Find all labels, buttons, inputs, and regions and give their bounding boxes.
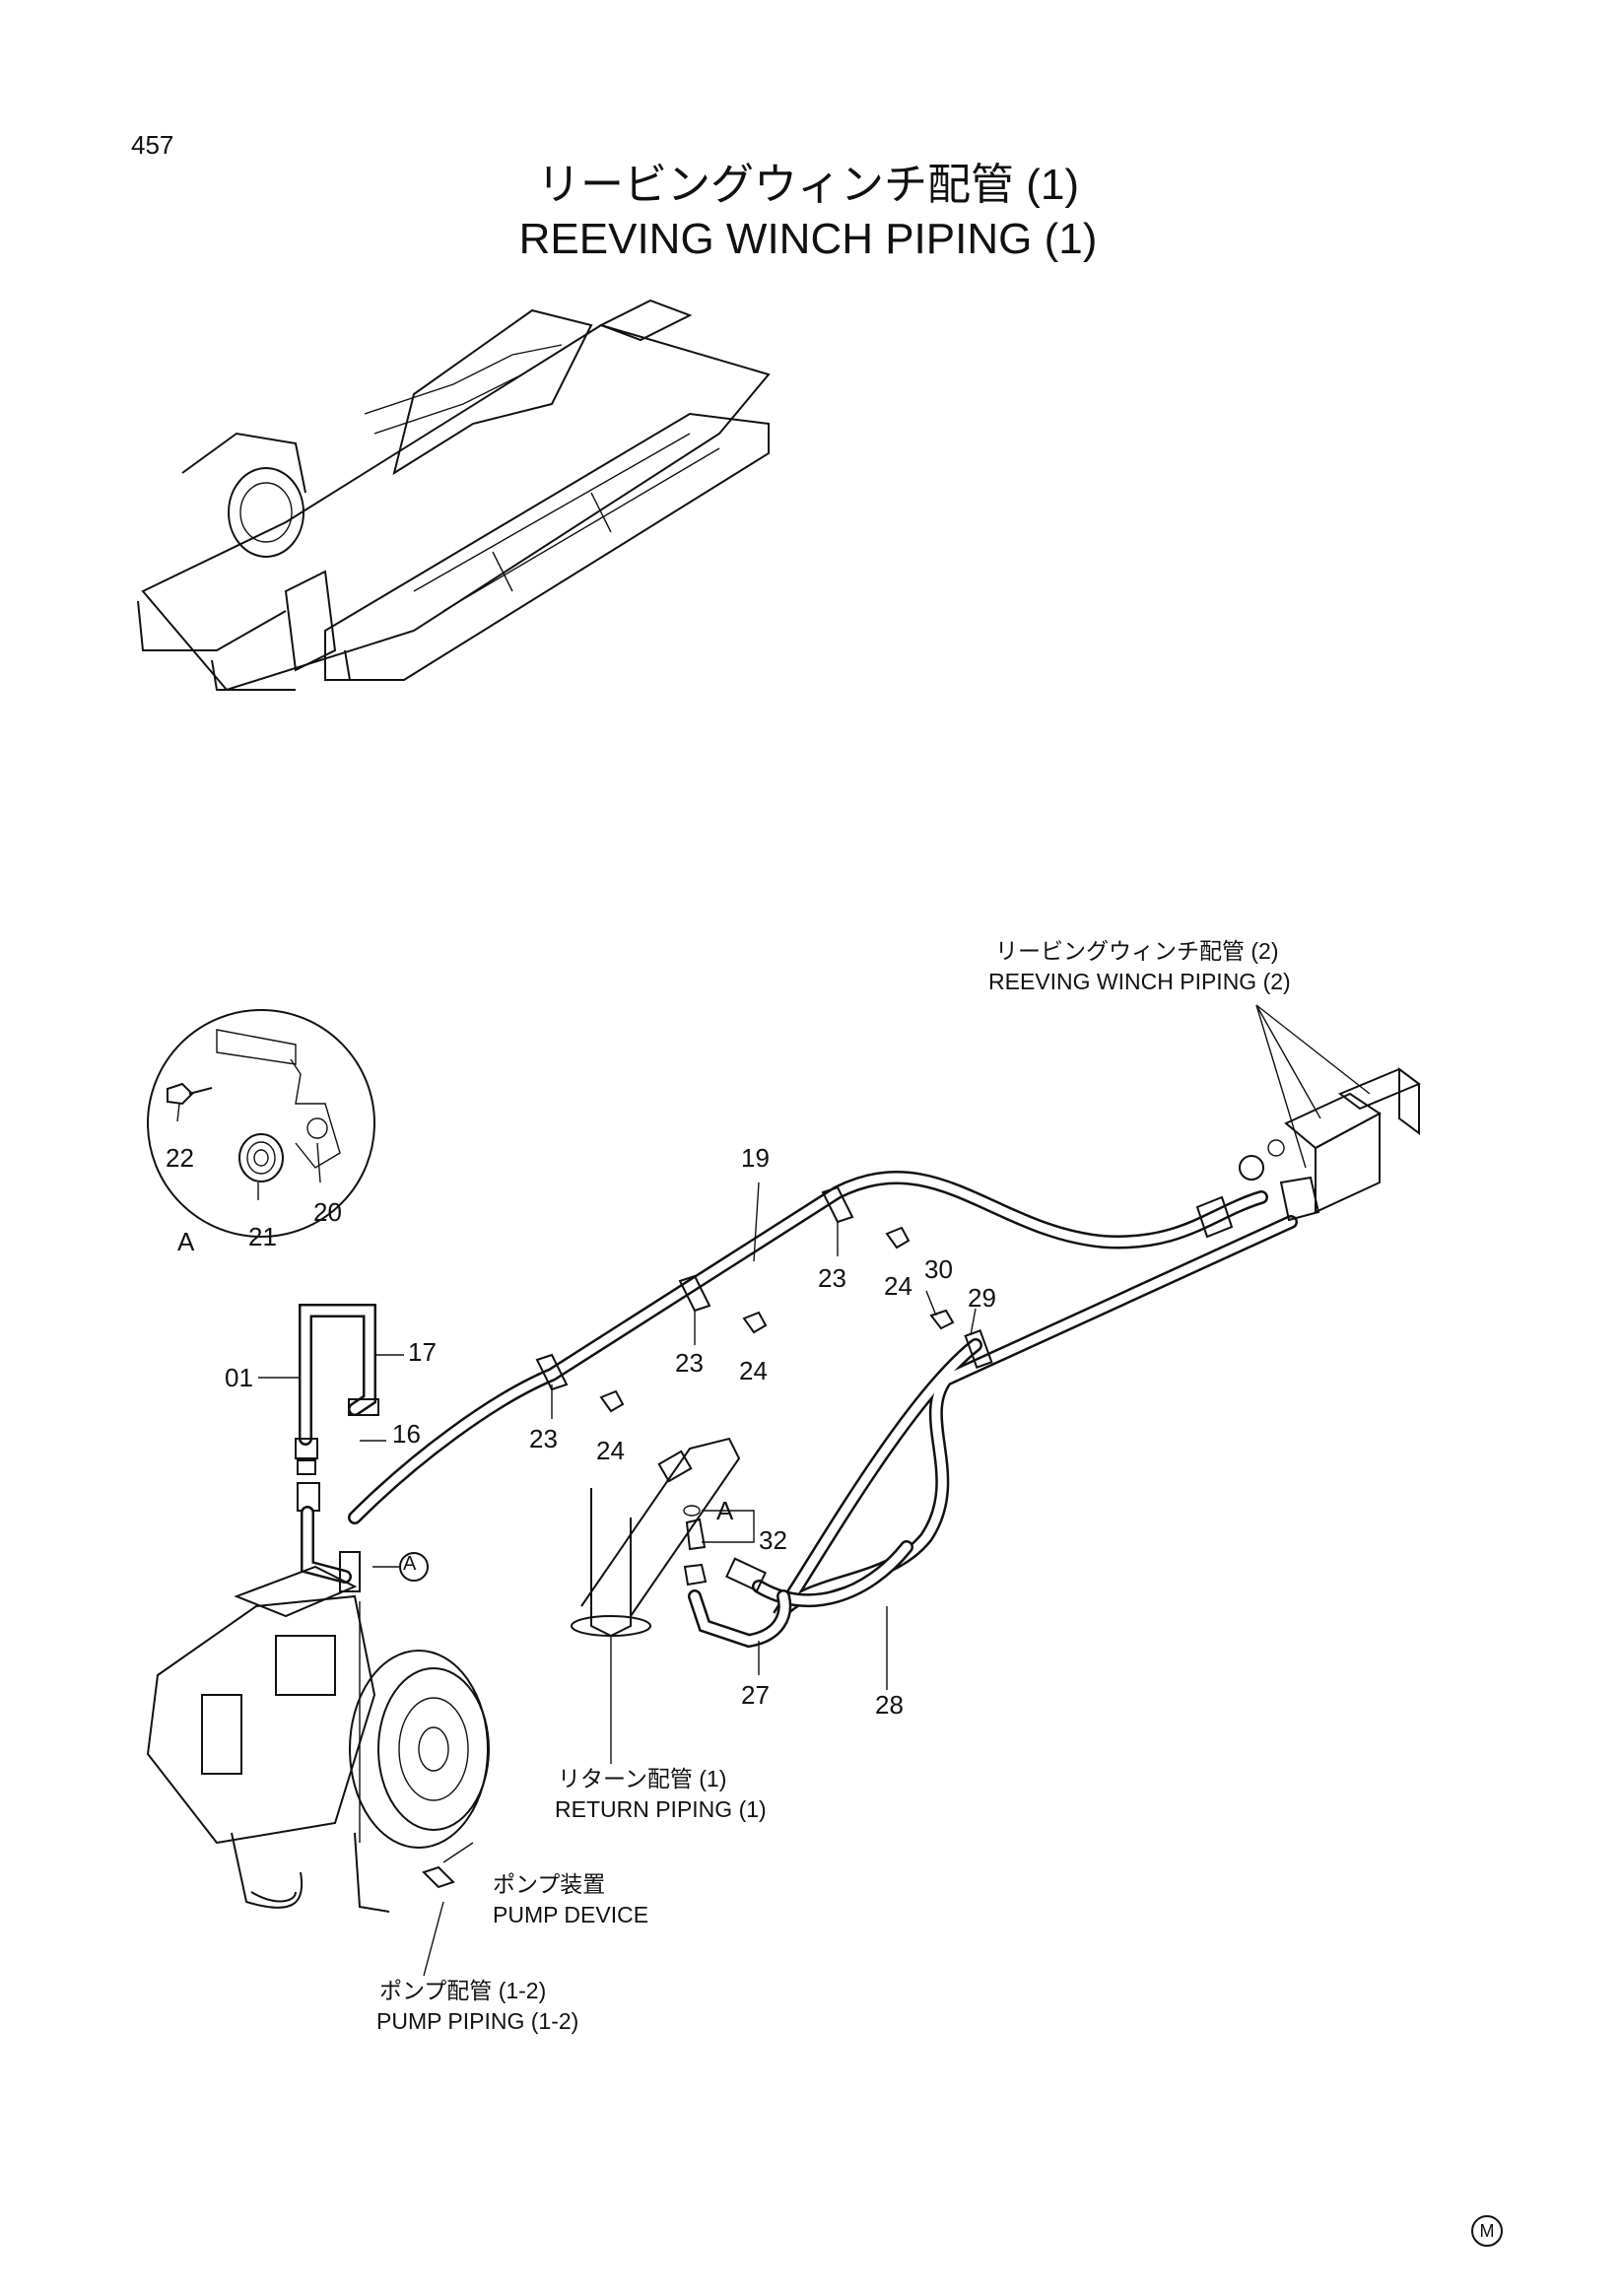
callout-23-middle: 23 (675, 1348, 704, 1378)
pump-piping-ja: ポンプ配管 (1-2) (379, 1978, 547, 2003)
reeving-winch-valve (1195, 1067, 1421, 1239)
callout-17: 17 (408, 1337, 437, 1367)
return-piping (571, 1437, 741, 1638)
callout-28: 28 (875, 1690, 904, 1720)
callout-23-left: 23 (529, 1424, 558, 1453)
callout-24-left: 24 (596, 1436, 625, 1465)
callout-22: 22 (166, 1143, 194, 1173)
machine-frame-overview (137, 299, 771, 692)
callout-16: 16 (392, 1419, 421, 1449)
page-number: 457 (131, 130, 174, 160)
pump-device-ja: ポンプ装置 (493, 1871, 606, 1897)
callout-32: 32 (759, 1525, 787, 1555)
reeving-winch-piping-2-ja: リービングウィンチ配管 (2) (995, 938, 1279, 964)
pump-device-en: PUMP DEVICE (493, 1902, 649, 1927)
clamp-29 (964, 1329, 993, 1369)
bolt-24-group (599, 1226, 955, 1413)
main-pipe (348, 1170, 1268, 1524)
page-title-japanese: リービングウィンチ配管 (1) (537, 161, 1079, 209)
footer-mark: M (1471, 2213, 1503, 2247)
callout-21: 21 (248, 1222, 277, 1251)
callout-30: 30 (924, 1254, 953, 1284)
callout-29: 29 (968, 1283, 996, 1313)
callout-24-right: 24 (884, 1271, 912, 1301)
pipe-01 (295, 1304, 379, 1592)
reeving-winch-piping-2-en: REEVING WINCH PIPING (2) (988, 969, 1291, 994)
pipe-27 (688, 1557, 792, 1649)
callout-20: 20 (313, 1197, 342, 1227)
leader-lines (258, 1004, 1371, 1977)
clamp-23-group (535, 1185, 854, 1391)
detail-a-marker-circle (399, 1552, 429, 1582)
callout-01: 01 (225, 1363, 253, 1392)
callout-19: 19 (741, 1143, 770, 1173)
pump-device-drawing (146, 1565, 490, 1913)
footer-mark-symbol: M (1471, 2215, 1503, 2247)
callout-24-middle: 24 (739, 1356, 768, 1385)
page-title-english: REEVING WINCH PIPING (1) (518, 215, 1098, 263)
pump-piping-en: PUMP PIPING (1-2) (376, 2008, 579, 2034)
callout-23-right: 23 (818, 1263, 846, 1293)
detail-a-label: A (177, 1227, 195, 1256)
detail-a-marker: A (403, 1553, 417, 1575)
return-piping-en: RETURN PIPING (1) (555, 1796, 767, 1822)
callout-32-ref: A (716, 1496, 734, 1525)
detail-a-view (147, 1009, 375, 1238)
callout-27: 27 (741, 1680, 770, 1710)
return-piping-ja: リターン配管 (1) (558, 1766, 727, 1791)
